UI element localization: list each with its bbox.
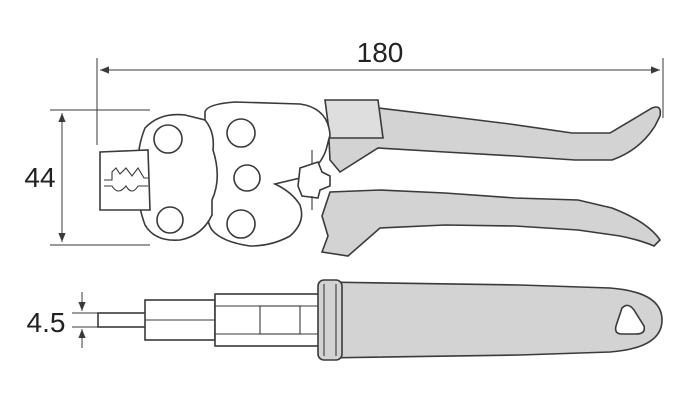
crimping-jaw (99, 149, 151, 211)
height-label: 44 (24, 162, 55, 193)
rear-plate-slot (259, 305, 301, 335)
length-label: 180 (357, 37, 404, 68)
length-dimension: 180 (96, 37, 664, 145)
crimping-die-profile (104, 167, 148, 181)
tool-top-view (97, 279, 663, 361)
upper-sleeve (324, 99, 384, 139)
height-dimension: 44 (24, 109, 150, 246)
top-view-handle (321, 281, 663, 359)
lower-handle (320, 189, 662, 257)
handle-collar (317, 279, 343, 361)
pivot-pin-lower (226, 209, 256, 239)
rear-plate (214, 293, 321, 347)
adjuster-spring (297, 161, 331, 199)
thickness-label: 4.5 (27, 307, 66, 338)
hanging-hole (614, 304, 646, 335)
tool-side-view (99, 99, 662, 257)
pivot-pin-center (233, 164, 261, 192)
pivot-pin-upper (226, 118, 256, 148)
upper-handle (327, 106, 662, 174)
head-pin-upper (153, 124, 183, 154)
head-pin-lower (156, 206, 184, 234)
crimping-die-lower-profile (104, 185, 148, 192)
